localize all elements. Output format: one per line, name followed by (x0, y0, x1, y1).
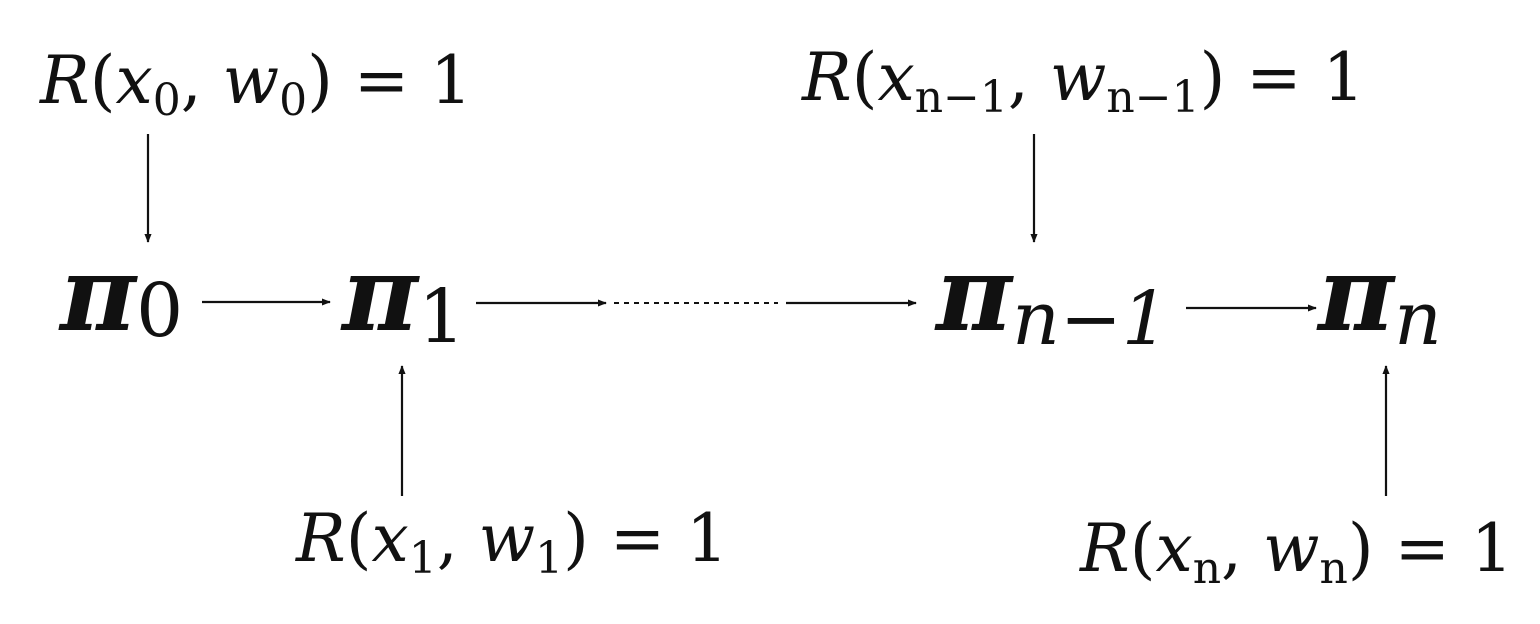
relation-label-1: R(x1, w1) = 1 (295, 500, 728, 584)
node-pi-n: πn (1316, 232, 1442, 362)
relation-label-0: R(x0, w0) = 1 (39, 42, 472, 126)
node-pi-0: π0 (58, 232, 183, 355)
relation-label-n: R(xn, wn) = 1 (1079, 510, 1513, 594)
node-pi-1: π1 (340, 232, 465, 360)
relation-label-n-minus-1: R(xn−1, wn−1) = 1 (801, 39, 1365, 123)
node-pi-n-minus-1: πn−1 (934, 232, 1169, 362)
